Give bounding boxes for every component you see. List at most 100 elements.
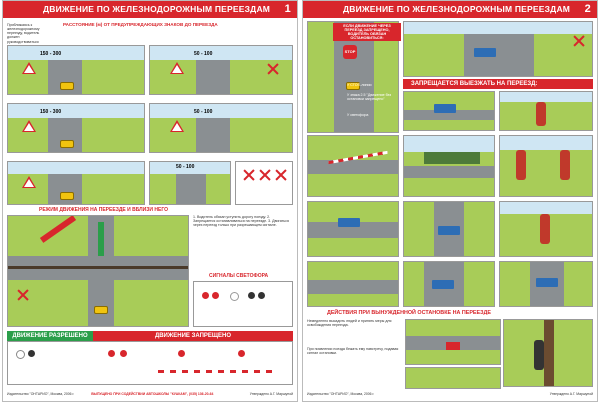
off-light-icon <box>28 350 35 357</box>
forbidden-scene-8 <box>499 201 593 257</box>
poster-1: ДВИЖЕНИЕ ПО ЖЕЛЕЗНОДОРОЖНЫМ ПЕРЕЕЗДАМ 1 … <box>2 0 298 402</box>
red-light-icon <box>202 292 209 299</box>
car <box>60 140 74 148</box>
car <box>60 192 74 200</box>
distance-label: 50 - 100 <box>194 109 213 115</box>
emergency-scene-3 <box>405 367 501 389</box>
footer-left: Издательство "ОНТАРИО", Москва, 2006 г. <box>7 392 75 396</box>
stop-sign-icon: STOP <box>343 45 357 59</box>
white-light-icon <box>16 350 25 359</box>
car <box>60 82 74 90</box>
regime-heading: РЕЖИМ ДВИЖЕНИЯ НА ПЕРЕЕЗДЕ И ВБЛИЗИ НЕГО <box>39 207 168 213</box>
stop-option-3: У светофора <box>347 113 369 117</box>
crossing-sign-icon <box>244 170 254 180</box>
distance-label: 150 - 300 <box>40 109 62 115</box>
warning-sign <box>22 120 36 132</box>
scene-distance-6: 50 - 100 <box>149 161 231 205</box>
red-light-icon <box>212 292 219 299</box>
forbidden-scene-5 <box>499 135 593 197</box>
allowed-arrow-icon <box>98 222 104 256</box>
emergency-text-1: Немедленно высадить людей и принять меры… <box>307 319 392 328</box>
red-light-icon <box>120 350 127 357</box>
scene-distance-4: 50 - 100 <box>149 103 293 153</box>
stop-caption: ЕСЛИ ДВИЖЕНИЕ ЧЕРЕЗ ПЕРЕЕЗД ЗАПРЕЩЕНО, В… <box>333 23 401 41</box>
guard-figure <box>560 150 570 180</box>
forbidden-scene-4 <box>403 135 495 197</box>
emergency-text-2: При появлении поезда бежать ему навстреч… <box>307 347 399 356</box>
poster-1-banner: ДВИЖЕНИЕ ПО ЖЕЛЕЗНОДОРОЖНЫМ ПЕРЕЕЗДАМ 1 <box>3 1 297 18</box>
scene-distance-1: 150 - 300 <box>7 45 145 95</box>
guard-figure <box>516 150 526 180</box>
forbidden-scene-11 <box>499 261 593 307</box>
off-light-icon <box>258 292 265 299</box>
guard-figure <box>536 102 546 126</box>
forbidden-scene-7 <box>403 201 495 257</box>
footer-mid: ВЫПУЩЕНО ПРИ СОДЕЙСТВИИ АВТОШКОЛЫ "КУАКА… <box>91 392 214 396</box>
emergency-scene-1 <box>405 319 501 365</box>
scene-regime <box>7 215 189 327</box>
crossing-sign-icon <box>18 290 28 300</box>
off-light-icon <box>248 292 255 299</box>
forbidden-band: ДВИЖЕНИЕ ЗАПРЕЩЕНО <box>93 331 293 341</box>
warning-sign <box>22 62 36 74</box>
forbidden-scene-1 <box>403 91 495 131</box>
warning-sign <box>170 120 184 132</box>
truck <box>474 48 496 57</box>
white-light-icon <box>230 292 239 301</box>
emergency-scene-2 <box>503 319 593 387</box>
distance-label: 50 - 100 <box>176 164 195 170</box>
truck <box>432 280 454 289</box>
forbidden-arrow-icon <box>39 216 77 243</box>
footer-right: Утверждено А.Г. Маршуной <box>549 392 593 396</box>
poster-2-footer: Издательство "ОНТАРИО", Москва, 2006 г. … <box>303 391 597 401</box>
truck-scene <box>403 21 593 77</box>
distance-label: 50 - 100 <box>194 51 213 57</box>
truck <box>438 226 460 235</box>
forbidden-header: ЗАПРЕЩАЕТСЯ ВЫЕЗЖАТЬ НА ПЕРЕЕЗД: <box>403 79 593 89</box>
allowed-band: ДВИЖЕНИЕ РАЗРЕШЕНО <box>7 331 93 341</box>
scene-distance-3: 150 - 300 <box>7 103 145 153</box>
crossing-sign-icon <box>268 64 278 74</box>
signals-panel <box>193 281 293 327</box>
distances-heading: РАССТОЯНИЕ (м) ОТ ПРЕДУПРЕЖДАЮЩИХ ЗНАКОВ… <box>63 22 218 27</box>
forbidden-scene-3 <box>307 135 399 197</box>
warning-sign <box>170 62 184 74</box>
forbidden-scene-10 <box>403 261 495 307</box>
crossing-sign-icon <box>574 36 584 46</box>
poster-1-title: ДВИЖЕНИЕ ПО ЖЕЛЕЗНОДОРОЖНЫМ ПЕРЕЕЗДАМ <box>43 4 271 14</box>
truck <box>434 104 456 113</box>
train <box>424 152 480 164</box>
poster-2: ДВИЖЕНИЕ ПО ЖЕЛЕЗНОДОРОЖНЫМ ПЕРЕЕЗДАМ 2 … <box>302 0 598 402</box>
car <box>346 82 360 90</box>
red-light-icon <box>108 350 115 357</box>
person-figure <box>534 340 544 370</box>
stop-option-1: У СТОП-линии <box>347 83 372 87</box>
crossing-sign-icon <box>276 170 286 180</box>
distance-label: 150 - 300 <box>40 51 62 57</box>
red-light-icon <box>238 350 245 357</box>
forbidden-scene-2 <box>499 91 593 131</box>
crossing-sign-icon <box>260 170 270 180</box>
stop-option-2: У знака 2.5 "Движение без остановки запр… <box>347 93 392 102</box>
regime-rules-text: 1. Водитель обязан уступить дорогу поезд… <box>193 215 289 228</box>
footer-left: Издательство "ОНТАРИО", Москва, 2006 г. <box>307 392 375 396</box>
car <box>94 306 108 314</box>
car <box>446 342 460 350</box>
scene-distance-2: 50 - 100 <box>149 45 293 95</box>
forbidden-scene-6 <box>307 201 399 257</box>
signals-heading: СИГНАЛЫ СВЕТОФОРА <box>209 273 269 279</box>
barrier-icon <box>158 370 278 373</box>
truck <box>338 218 360 227</box>
red-light-icon <box>178 350 185 357</box>
poster-1-footer: Издательство "ОНТАРИО", Москва, 2006 г. … <box>3 391 297 401</box>
scene-distance-5 <box>7 161 145 205</box>
emergency-header: ДЕЙСТВИЯ ПРИ ВЫНУЖДЕННОЙ ОСТАНОВКЕ НА ПЕ… <box>327 310 491 316</box>
poster-2-banner: ДВИЖЕНИЕ ПО ЖЕЛЕЗНОДОРОЖНЫМ ПЕРЕЕЗДАМ 2 <box>303 1 597 18</box>
truck <box>536 278 558 287</box>
forbidden-scene-9 <box>307 261 399 307</box>
crossing-signs-panel <box>235 161 293 205</box>
rail-track <box>544 320 554 386</box>
poster-2-title: ДВИЖЕНИЕ ПО ЖЕЛЕЗНОДОРОЖНЫМ ПЕРЕЕЗДАМ <box>343 4 571 14</box>
poster-2-number: 2 <box>584 3 591 15</box>
warning-sign <box>22 176 36 188</box>
